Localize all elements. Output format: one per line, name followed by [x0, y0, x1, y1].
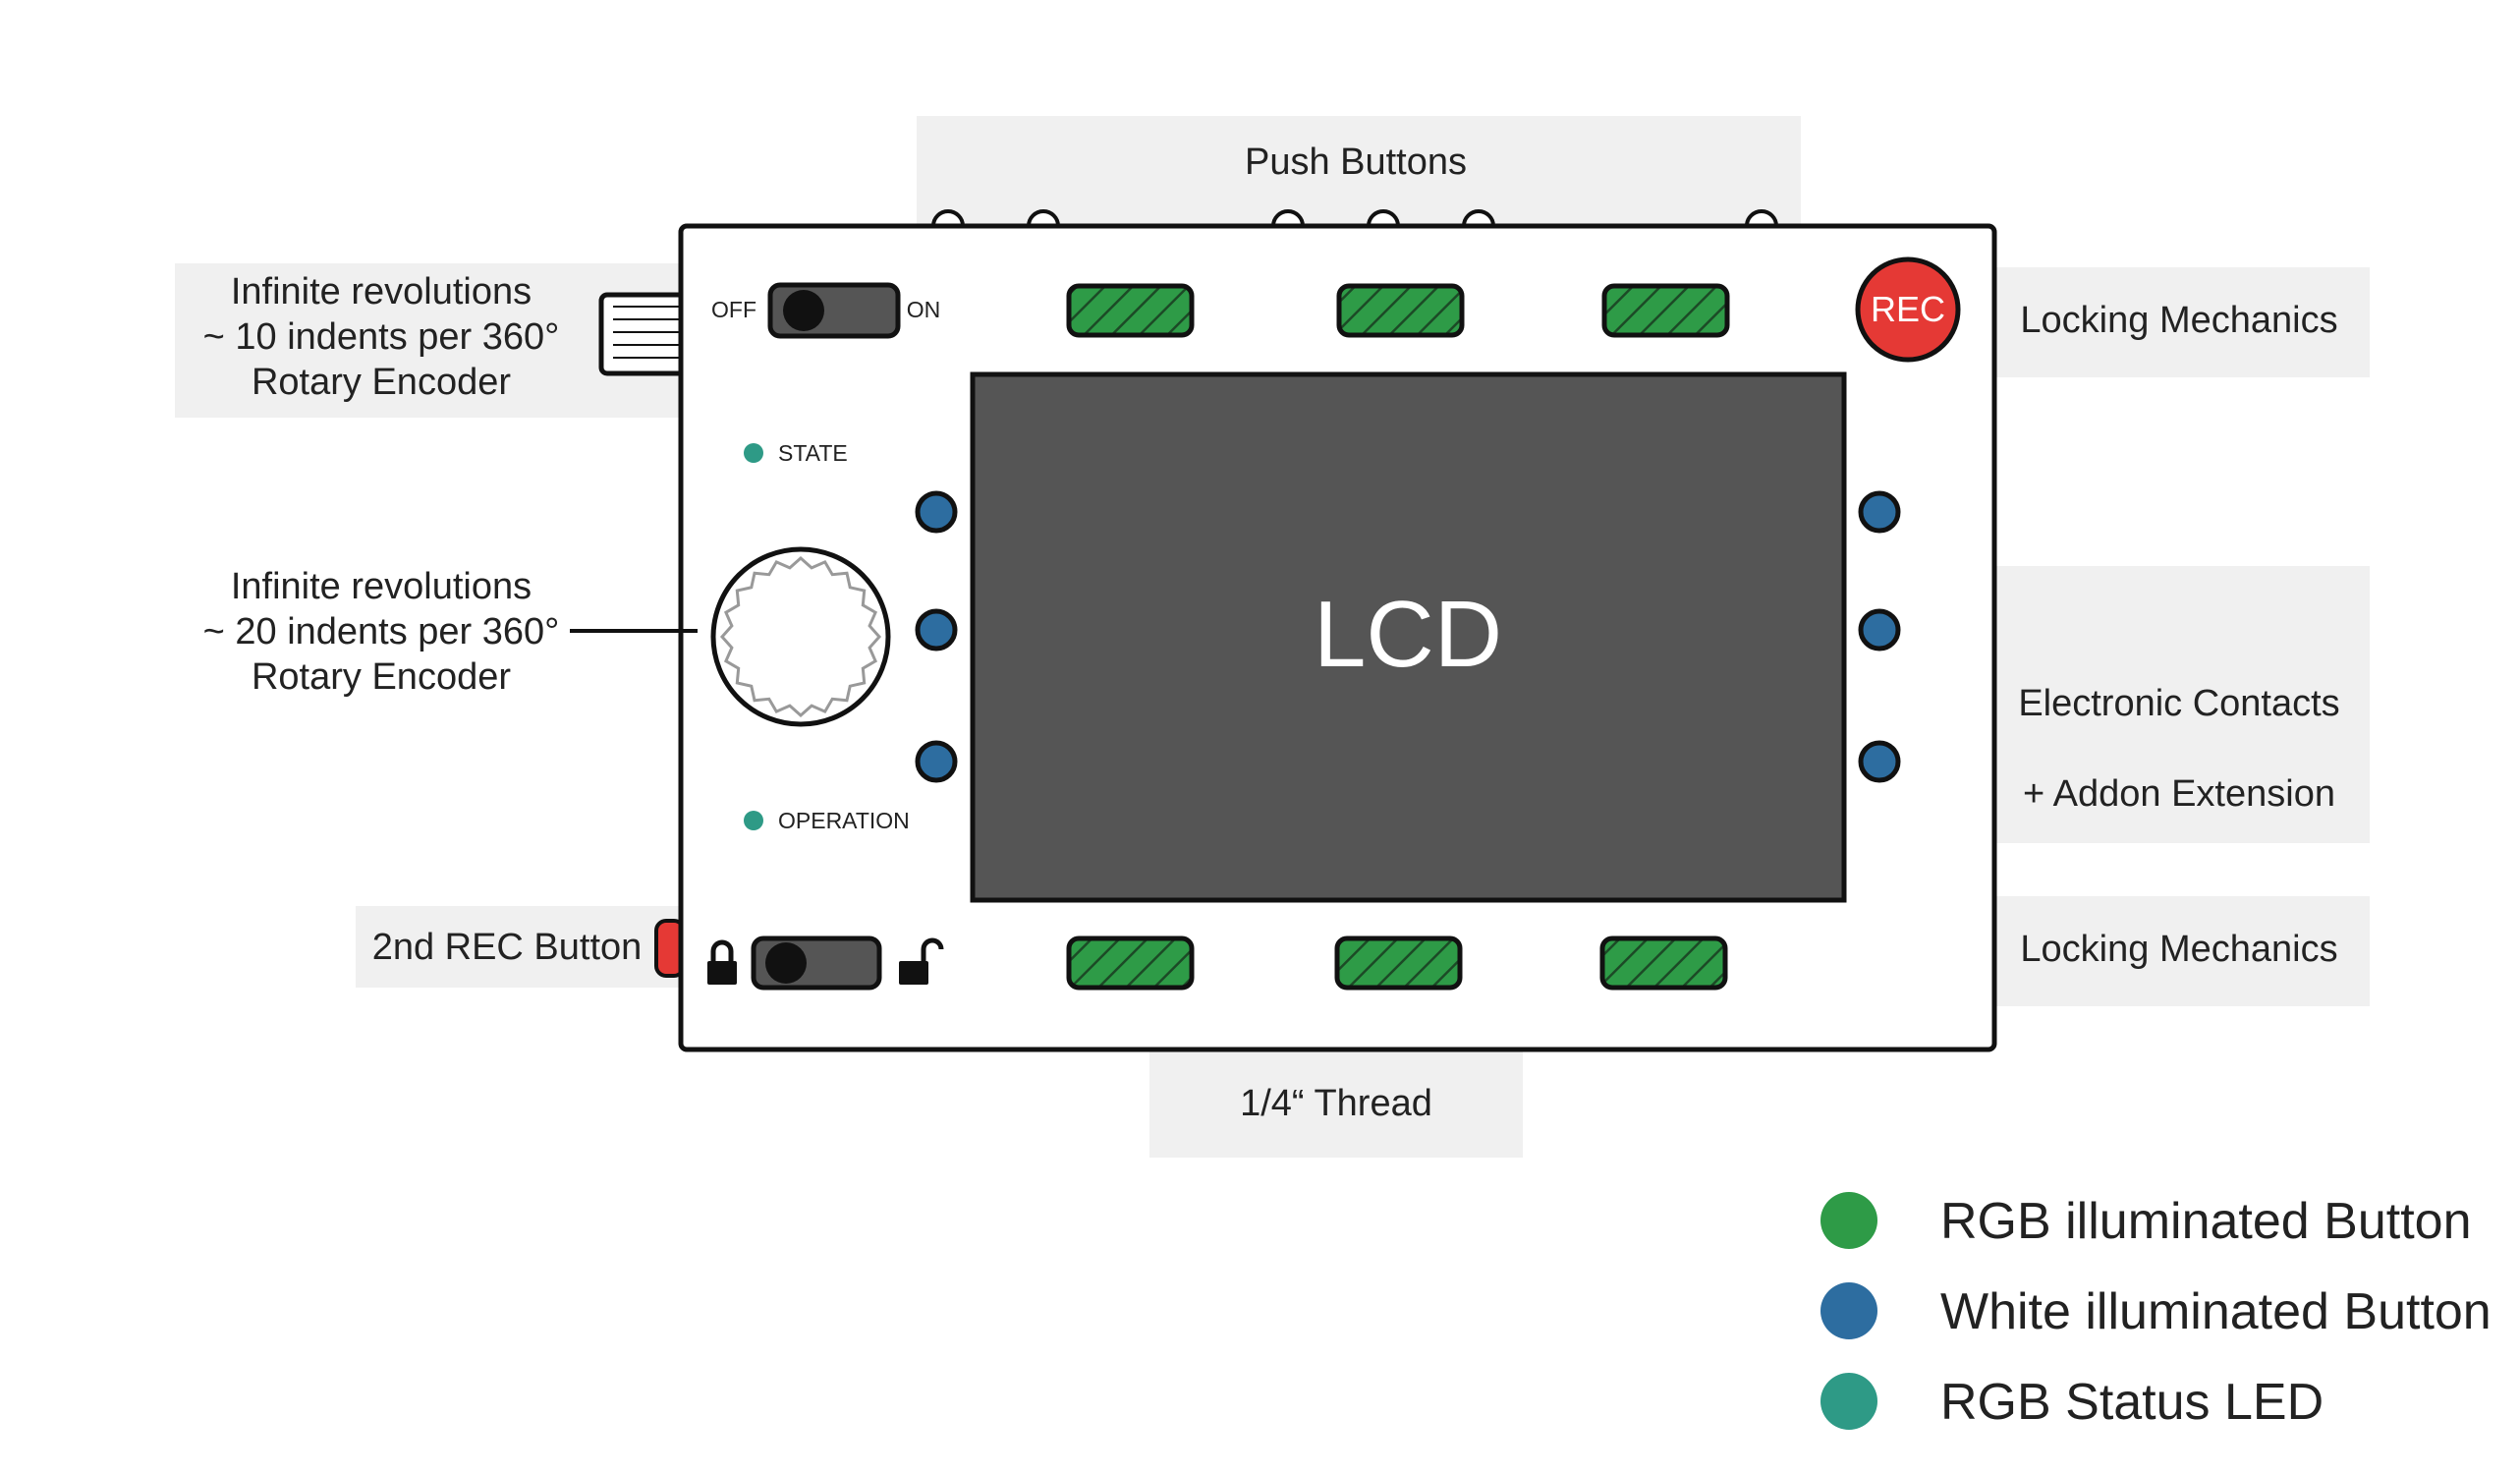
lock-top-label: Locking Mechanics — [2020, 300, 2337, 341]
contacts-callout — [1987, 566, 2370, 843]
lock-top-callout — [1987, 267, 2370, 377]
encoder-top-line-2: ~ 10 indents per 360° — [203, 316, 560, 358]
encoder-main-line-2: ~ 20 indents per 360° — [203, 611, 560, 652]
state-label: STATE — [778, 440, 848, 466]
rec-label: REC — [1871, 289, 1945, 329]
encoder-gear-icon — [719, 555, 882, 718]
encoder-top-line-1: Infinite revolutions — [231, 271, 532, 312]
power-switch-knob — [783, 290, 824, 331]
legend-status-led-swatch — [1820, 1373, 1877, 1430]
legend-status-led-label: RGB Status LED — [1940, 1374, 2324, 1431]
operation-led — [744, 811, 763, 830]
white-button-left-1[interactable] — [915, 490, 958, 534]
legend-rgb-button-label: RGB illuminated Button — [1940, 1193, 2472, 1250]
rgb-button-bottom-3[interactable] — [1599, 935, 1728, 991]
lock-open-icon — [899, 937, 944, 985]
switch-on-label: ON — [907, 297, 941, 322]
push-buttons-callout — [917, 116, 1801, 226]
lcd-label: LCD — [1314, 582, 1502, 687]
legend-rgb-button-swatch — [1820, 1192, 1877, 1249]
rec2-label: 2nd REC Button — [372, 927, 643, 968]
encoder-top-knob[interactable] — [598, 292, 688, 376]
legend-white-button-label: White illuminated Button — [1940, 1283, 2492, 1340]
legend: RGB illuminated Button White illuminated… — [1820, 1192, 2492, 1431]
contacts-line-2: + Addon Extension — [2023, 773, 2335, 815]
rec2-callout — [356, 906, 690, 988]
contacts-line-1: Electronic Contacts — [2018, 683, 2339, 724]
switch-off-label: OFF — [711, 297, 756, 322]
rec-button[interactable] — [1855, 256, 1961, 363]
lock-bottom-callout — [1987, 896, 2370, 1006]
white-button-left-2[interactable] — [915, 608, 958, 652]
white-button-left-3[interactable] — [915, 740, 958, 783]
thread-label: 1/4“ Thread — [1240, 1083, 1432, 1124]
rgb-button-top-1[interactable] — [1066, 283, 1195, 338]
lcd-screen — [970, 371, 1847, 903]
rgb-button-top-2[interactable] — [1336, 283, 1465, 338]
lock-bottom-label: Locking Mechanics — [2020, 929, 2337, 970]
rgb-button-top-3[interactable] — [1601, 283, 1730, 338]
rgb-button-bottom-2[interactable] — [1334, 935, 1463, 991]
push-buttons-label: Push Buttons — [1245, 142, 1467, 183]
rgb-button-bottom-1[interactable] — [1066, 935, 1195, 991]
white-button-right-2[interactable] — [1858, 608, 1901, 652]
thread-callout — [1149, 1049, 1523, 1158]
encoder-main-line-1: Infinite revolutions — [231, 566, 532, 607]
lock-closed-icon — [707, 939, 737, 985]
white-button-right-3[interactable] — [1858, 740, 1901, 783]
state-led — [744, 443, 763, 463]
legend-white-button-swatch — [1820, 1282, 1877, 1339]
encoder-main-line-3: Rotary Encoder — [252, 656, 511, 698]
encoder-top-line-3: Rotary Encoder — [252, 362, 511, 403]
lock-switch-knob — [765, 942, 807, 984]
white-button-right-1[interactable] — [1858, 490, 1901, 534]
operation-label: OPERATION — [778, 808, 910, 833]
